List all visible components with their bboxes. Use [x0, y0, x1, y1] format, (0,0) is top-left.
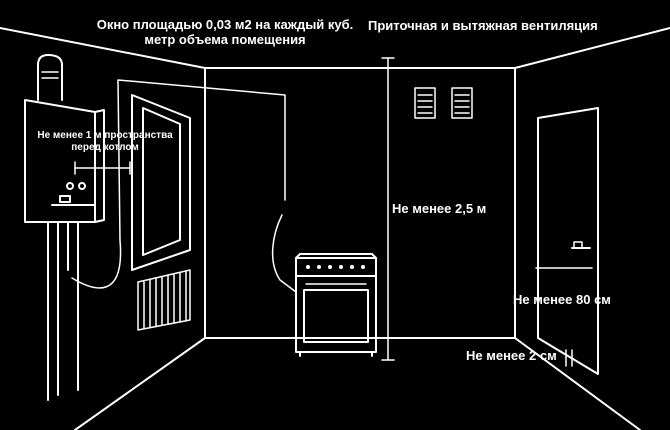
- window-area-line-1: Окно площадью 0,03 м2 на каждый куб.: [96, 17, 354, 32]
- radiator: [137, 269, 191, 331]
- door-gap-label: Не менее 2 см: [466, 348, 557, 363]
- vent-grille-right: [451, 87, 473, 119]
- ventilation-label: Приточная и вытяжная вентиляция: [368, 18, 598, 33]
- ceiling-height-label: Не менее 2,5 м: [392, 201, 487, 216]
- gas-stove: [295, 253, 377, 357]
- door-width-label: Не менее 80 см: [513, 292, 611, 307]
- window-area-line-2: метр объема помещения: [144, 31, 306, 47]
- gas-pipe: [71, 79, 297, 293]
- boiler-space-line-2: перед котлом: [71, 141, 139, 153]
- room-walls: [0, 27, 670, 430]
- door: [535, 107, 599, 375]
- stove-knobs: [306, 265, 365, 269]
- vent-grille-left: [414, 87, 436, 119]
- boiler-clearance-line: [74, 161, 131, 175]
- window-area-label: Окно площадью 0,03 м2 на каждый куб. мет…: [86, 17, 364, 48]
- boiler-space-line-1: Не менее 1 м пространства: [37, 130, 173, 141]
- door-gap-marker: [565, 349, 573, 367]
- ceiling-height-line: [381, 57, 395, 361]
- gas-boiler: [24, 54, 105, 401]
- boiler-space-label: Не менее 1 м пространства перед котлом: [30, 130, 180, 153]
- window: [131, 94, 191, 271]
